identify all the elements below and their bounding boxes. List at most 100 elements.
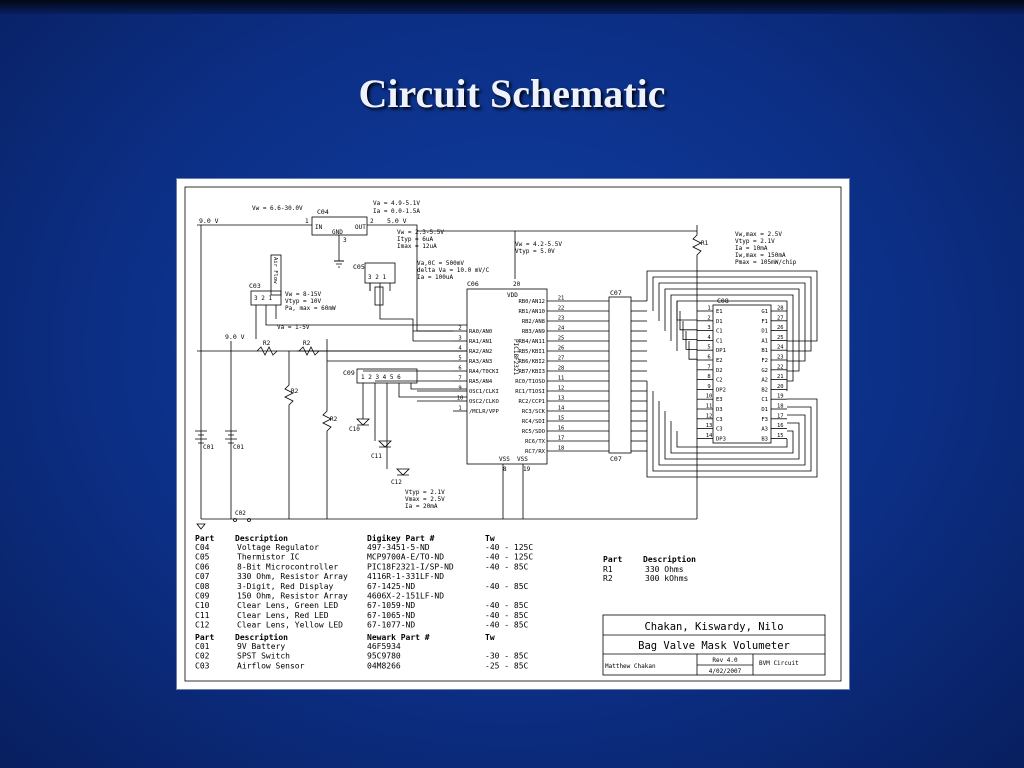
c06-vdd: VDD [507,292,518,299]
c01a-symbol [195,430,207,444]
c08-right-pin-name: C1 [761,397,768,403]
c08-right-pin-name: F3 [761,417,768,423]
c06-right-pin-name: RB6/KBI2 [519,359,546,365]
c06-right-pin-num: 26 [558,346,565,352]
bus-loop-upper [676,300,788,391]
c08-left-pin-num: 12 [706,413,713,419]
c05-ref: C05 [353,263,365,271]
bus-loop-lower [646,381,818,478]
c06-right-pin-name: RC4/SDI [522,419,545,425]
c06-right-pin-name: RC7/RX [525,449,546,455]
c06-ref: C06 [467,280,479,288]
c06-right-pin-name: RB7/KBI3 [519,369,546,375]
c08-right-pin-num: 19 [777,394,784,400]
c06-vss2-pin: 19 [523,466,531,473]
dk-part: C05 [195,553,210,562]
c08-left-pin-num: 3 [707,325,710,331]
c08-left-pin-name: D2 [716,368,723,374]
c04-vw: Vw = 6.6-30.0V [252,205,303,212]
dk-desc: 8-Bit Microcontroller [237,562,338,571]
c06-right-pin-num: 23 [558,316,565,322]
c08-spec-2: Vtyp = 2.1V [735,238,775,245]
dk-desc: Clear Lens, Yellow LED [237,621,343,630]
dk-part: C08 [195,582,210,591]
c08-left-pin-name: E1 [716,309,723,315]
c05-pins: 3 2 1 [368,274,386,281]
dk-partno: 497-3451-5-ND [367,543,430,552]
c06-left-pin-name: RA0/AN0 [469,329,492,335]
th-tw: Tw [485,534,495,543]
r1-part: R1 [603,565,613,574]
c02-contact-a [233,518,237,522]
c08-left-pin-num: 8 [707,374,710,380]
slide-title: Circuit Schematic [358,71,666,116]
c04-pin3: 3 [343,237,347,244]
c06-right-pin-name: RC2/CCP1 [519,399,546,405]
c06-right-pin-num: 21 [558,296,565,302]
dk-partno: 67-1425-ND [367,582,415,591]
c06-right-pin-num: 11 [558,376,565,382]
c08-right-pin-name: B2 [761,387,768,393]
led-c12-ref: C12 [391,479,402,486]
c08-right-pin-num: 18 [777,404,784,410]
th2-desc: Description [235,632,288,642]
dk-part: C10 [195,601,210,610]
c03-wires [255,305,467,339]
dk-partno: 4116R-1-331LF-ND [367,572,444,581]
dk-desc: 150 Ohm, Resistor Array [237,592,348,601]
c06-body [466,288,548,465]
top-band [0,0,1024,14]
dk-tw: -40 - 85C [485,562,529,571]
c06-right-pin-name: RC5/SDO [522,429,545,435]
dk-partno: 4606X-2-151LF-ND [367,592,444,601]
bus-loop-lower [670,421,794,454]
c06-left-pin-num: 10 [457,396,464,402]
dk-desc: 3-Digit, Red Display [237,582,334,591]
c01b-symbol [225,430,237,444]
nw-partno: 04M8266 [367,661,401,670]
schematic-drawing: C04 IN OUT GND 1 2 3 Vw = 6.6-30.0V Va =… [184,186,842,682]
c07-ref-bottom: C07 [610,455,622,463]
c06-right-pin-num: 16 [558,426,565,432]
bus-c08-left [679,311,697,331]
bus-c08-left [688,341,697,360]
c08-left-pin-name: C1 [716,338,723,344]
c06-right-pin-num: 12 [558,386,565,392]
dk-part: C04 [195,543,210,552]
c06-right-pin-num: 28 [558,366,565,372]
c06-right-pin-name: RB1/AN10 [519,309,546,315]
dk-part: C09 [195,592,210,601]
c08-left-pin-num: 13 [706,423,713,429]
nw-desc: Airflow Sensor [237,661,305,670]
c06-vss1: VSS [499,456,510,463]
c06-left-pin-name: /MCLR/VPP [469,409,499,415]
th2-tw: Tw [485,633,495,642]
c08-right-pin-name: A1 [761,338,768,344]
c02-ref: C02 [235,510,246,517]
dk-desc: Voltage Regulator [237,543,319,552]
c08-left-pin-num: 4 [707,335,711,341]
bus-loop-upper [646,270,818,342]
dk-desc: Clear Lens, Green LED [237,601,338,610]
r2-left [256,346,278,356]
c08-right-pin-num: 28 [777,306,784,312]
tb-date: 4/02/2007 [709,668,742,675]
c08-right-pin-name: D1 [761,329,768,335]
c06-left-pin-num: 6 [458,366,461,372]
c06-supply-2: Vtyp = 5.0V [515,248,555,255]
c08-left-pin-name: C2 [716,378,723,384]
c04-gnd: GND [332,229,343,236]
dk-tw: -40 - 85C [485,611,529,620]
c03-spec-2: Vtyp = 10V [285,298,322,305]
title-block: Chakan, Kiswardy, Nilo Bag Valve Mask Vo… [602,614,826,676]
c06-left-pin-name: RA3/AN3 [469,359,492,365]
led-c12 [396,468,410,476]
dk-desc: Thermistor IC [237,553,300,562]
c07-body [608,296,632,454]
c08-left-pin-name: C3 [716,417,723,423]
c03-pins: 3 2 1 [254,295,272,302]
c06-right-pin-num: 17 [558,436,565,442]
c03-spec-1: Vw = 8-15V [285,291,322,298]
c03-sensor-label: Air Flow [272,257,278,284]
c06-right-pin-name: RB5/KBI1 [519,349,546,355]
